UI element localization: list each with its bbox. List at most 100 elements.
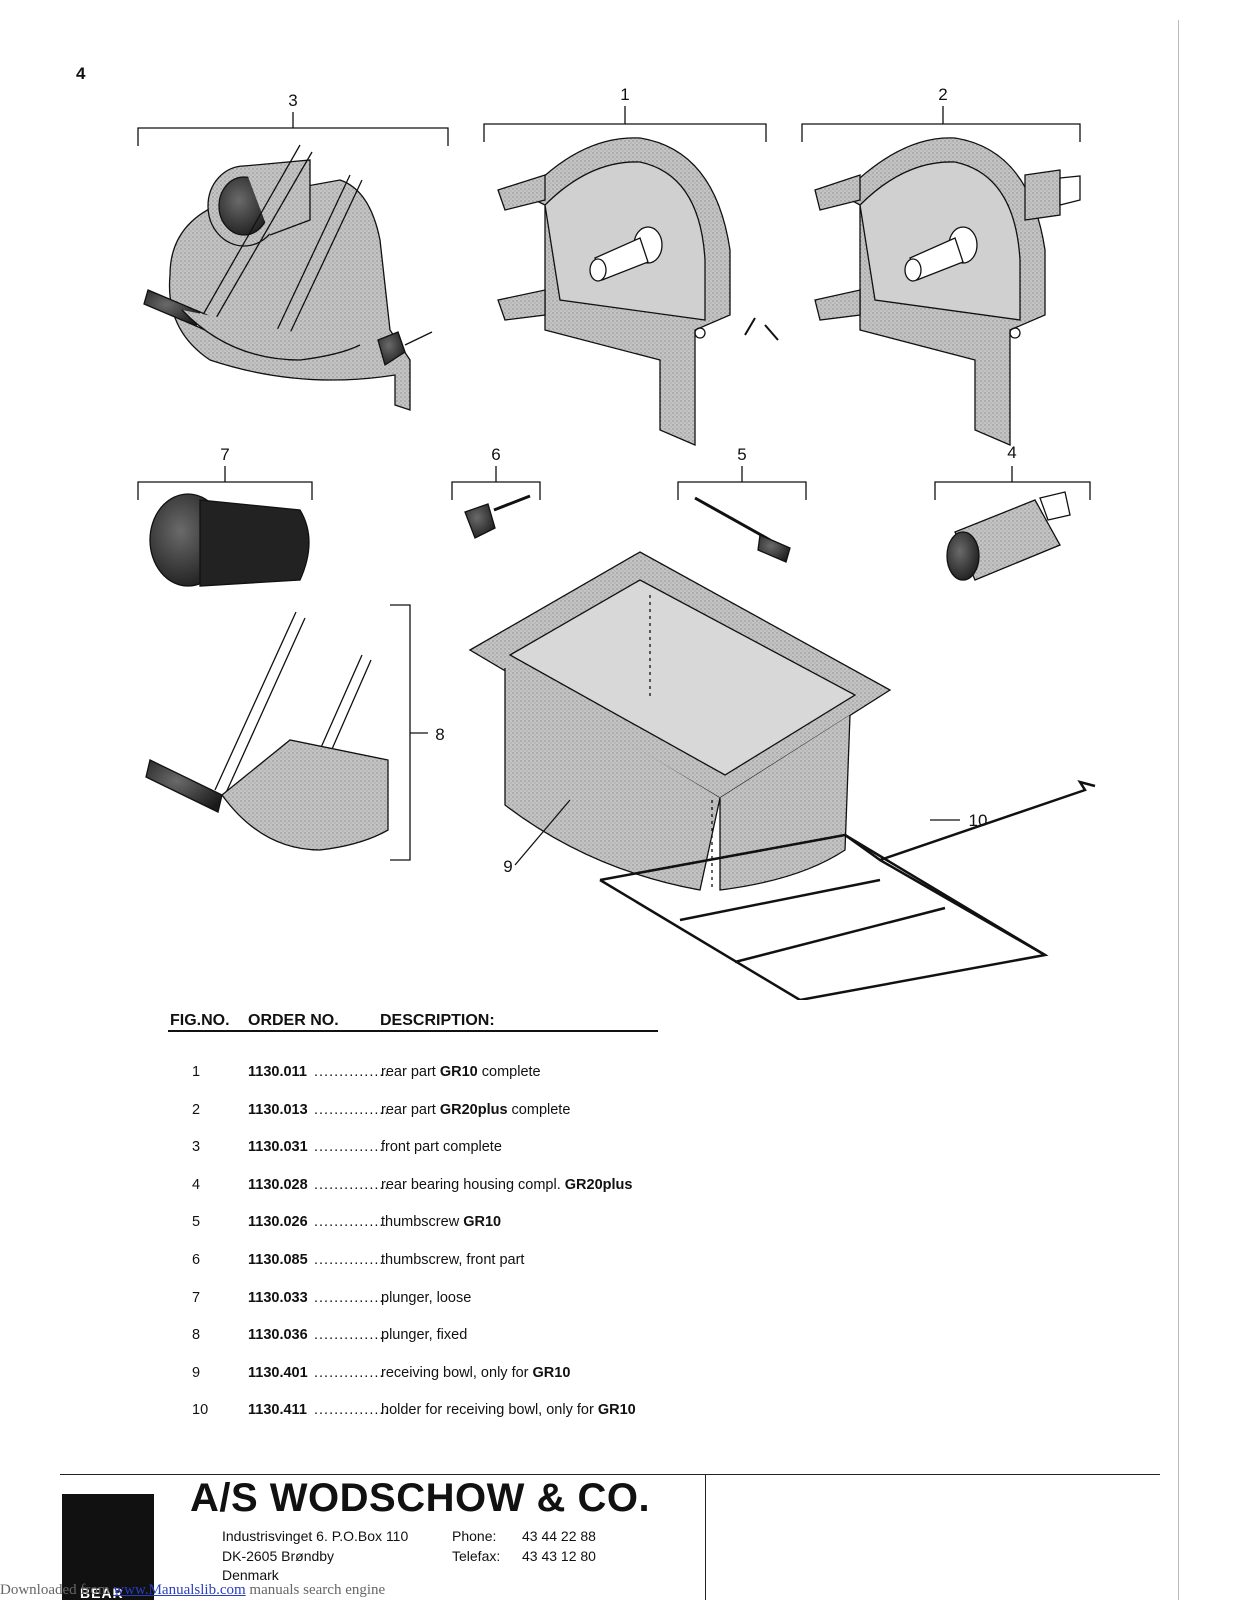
part-9-receiving-bowl (468, 551, 892, 891)
phone-number: 43 44 22 88 (522, 1528, 596, 1544)
bear-logo-text: BEAR (80, 1585, 124, 1601)
order-number: 1130.028 (248, 1176, 308, 1193)
download-suffix: manuals search engine (245, 1582, 386, 1598)
order-number: 1130.011 (248, 1064, 307, 1080)
desc-text: holder for receiving bowl, only for (381, 1402, 598, 1419)
parts-row: 5 1130.026...............thumbscrew GR10 (168, 1214, 688, 1236)
download-banner: Downloaded from www.Manualslib.com manua… (0, 1582, 385, 1599)
parts-row: 7 1130.033...............plunger, loose (168, 1290, 688, 1312)
part-description: plunger, fixed (381, 1327, 467, 1343)
part-3-front-part (137, 112, 449, 411)
callout-5: 5 (737, 445, 746, 464)
phone-label: Phone: (452, 1528, 497, 1544)
part-10-bowl-holder (599, 779, 1096, 1000)
desc-text: plunger, loose (381, 1289, 472, 1306)
footer-rule (60, 1474, 1160, 1475)
desc-model: GR20plus (564, 1176, 633, 1193)
fig-number: 8 (192, 1327, 201, 1344)
parts-row: 10 1130.411...............holder for rece… (168, 1402, 688, 1424)
parts-row: 1 1130.011...............rear part GR10 c… (168, 1064, 688, 1086)
fig-number: 1 (192, 1064, 201, 1080)
company-name: A/S WODSCHOW & CO. (190, 1476, 651, 1520)
leader-dots: .............. (314, 1364, 385, 1381)
desc-text: plunger, fixed (381, 1327, 468, 1344)
order-number: 1130.033 (248, 1289, 308, 1306)
part-description: rear part GR10 complete (381, 1064, 541, 1080)
part-8-plunger-fixed (145, 604, 428, 861)
order-number: 1130.036 (248, 1327, 308, 1344)
leader-dots: ............... (314, 1214, 390, 1231)
part-description: thumbscrew GR10 (381, 1214, 501, 1230)
desc-model: GR10 (463, 1214, 502, 1231)
header-description: DESCRIPTION: (380, 1012, 495, 1029)
page-edge-line (1178, 20, 1179, 1600)
part-description: rear bearing housing compl. GR20plus (381, 1177, 632, 1193)
manualslib-link[interactable]: www.Manualslib.com (113, 1582, 246, 1598)
desc-model: GR10 (597, 1402, 636, 1419)
desc-model: GR10 (532, 1364, 571, 1381)
callout-9: 9 (503, 857, 512, 876)
footer-divider (705, 1474, 706, 1600)
fig-number: 3 (192, 1139, 201, 1156)
leader-dots: ............... (314, 1176, 390, 1193)
parts-row: 9 1130.401..............receiving bowl, o… (168, 1365, 688, 1387)
part-6-thumbscrew-front (451, 466, 541, 539)
parts-row: 4 1130.028...............rear bearing hou… (168, 1177, 688, 1199)
leader-dots: ............... (314, 1064, 390, 1080)
desc-tail: complete (507, 1101, 571, 1118)
part-4-bearing-housing (934, 466, 1091, 581)
part-2-rear-part-gr20plus (801, 106, 1081, 446)
desc-text: receiving bowl, only for (381, 1364, 533, 1381)
part-description: front part complete (381, 1139, 502, 1155)
download-prefix: Downloaded from (0, 1582, 114, 1598)
callout-6: 6 (491, 445, 500, 464)
part-description: holder for receiving bowl, only for GR10 (381, 1402, 636, 1418)
order-number: 1130.013 (248, 1101, 308, 1118)
fig-number: 2 (192, 1101, 201, 1118)
address-line-3: Denmark (222, 1567, 279, 1583)
leader-dots: ............... (314, 1289, 390, 1306)
order-number: 1130.026 (248, 1214, 308, 1231)
fax-number: 43 43 12 80 (522, 1548, 596, 1564)
desc-model: GR10 (439, 1064, 478, 1080)
order-number: 1130.411 (248, 1402, 307, 1419)
header-rule (168, 1030, 658, 1032)
leader-dots: ............... (314, 1101, 390, 1118)
parts-row: 8 1130.036...............plunger, fixed (168, 1327, 688, 1349)
header-fig-no: FIG.NO. (170, 1012, 230, 1029)
callout-4: 4 (1007, 443, 1016, 462)
fig-number: 9 (192, 1364, 201, 1381)
callout-10: 10 (969, 811, 988, 830)
callout-2: 2 (938, 85, 947, 104)
fax-label: Telefax: (452, 1548, 501, 1564)
fig-number: 7 (192, 1289, 201, 1306)
callout-1: 1 (620, 85, 629, 104)
desc-text: rear part (381, 1064, 440, 1080)
leader-dots: ............... (314, 1327, 390, 1344)
desc-tail: complete (477, 1064, 541, 1080)
address-line-2: DK-2605 Brøndby (222, 1548, 335, 1564)
part-7-plunger-loose (137, 466, 313, 587)
callout-3: 3 (288, 91, 297, 110)
desc-text: thumbscrew (381, 1214, 464, 1231)
part-5-thumbscrew-gr10 (677, 466, 807, 563)
fig-number: 10 (192, 1402, 209, 1419)
leader-dots: .............. (314, 1139, 385, 1156)
fig-number: 5 (192, 1214, 201, 1231)
bear-logo (62, 1494, 154, 1600)
desc-model: GR20plus (439, 1101, 508, 1118)
part-1-rear-part-gr10 (483, 106, 779, 446)
part-description: receiving bowl, only for GR10 (381, 1365, 570, 1381)
desc-text: front part complete (381, 1139, 502, 1156)
order-number: 1130.401 (248, 1364, 308, 1381)
desc-text: rear part (381, 1101, 440, 1118)
header-order-no: ORDER NO. (248, 1012, 339, 1029)
page-number: 4 (76, 64, 86, 83)
fig-number: 4 (192, 1176, 201, 1193)
leader-dots: ............... (314, 1402, 390, 1419)
callout-8: 8 (435, 725, 444, 744)
